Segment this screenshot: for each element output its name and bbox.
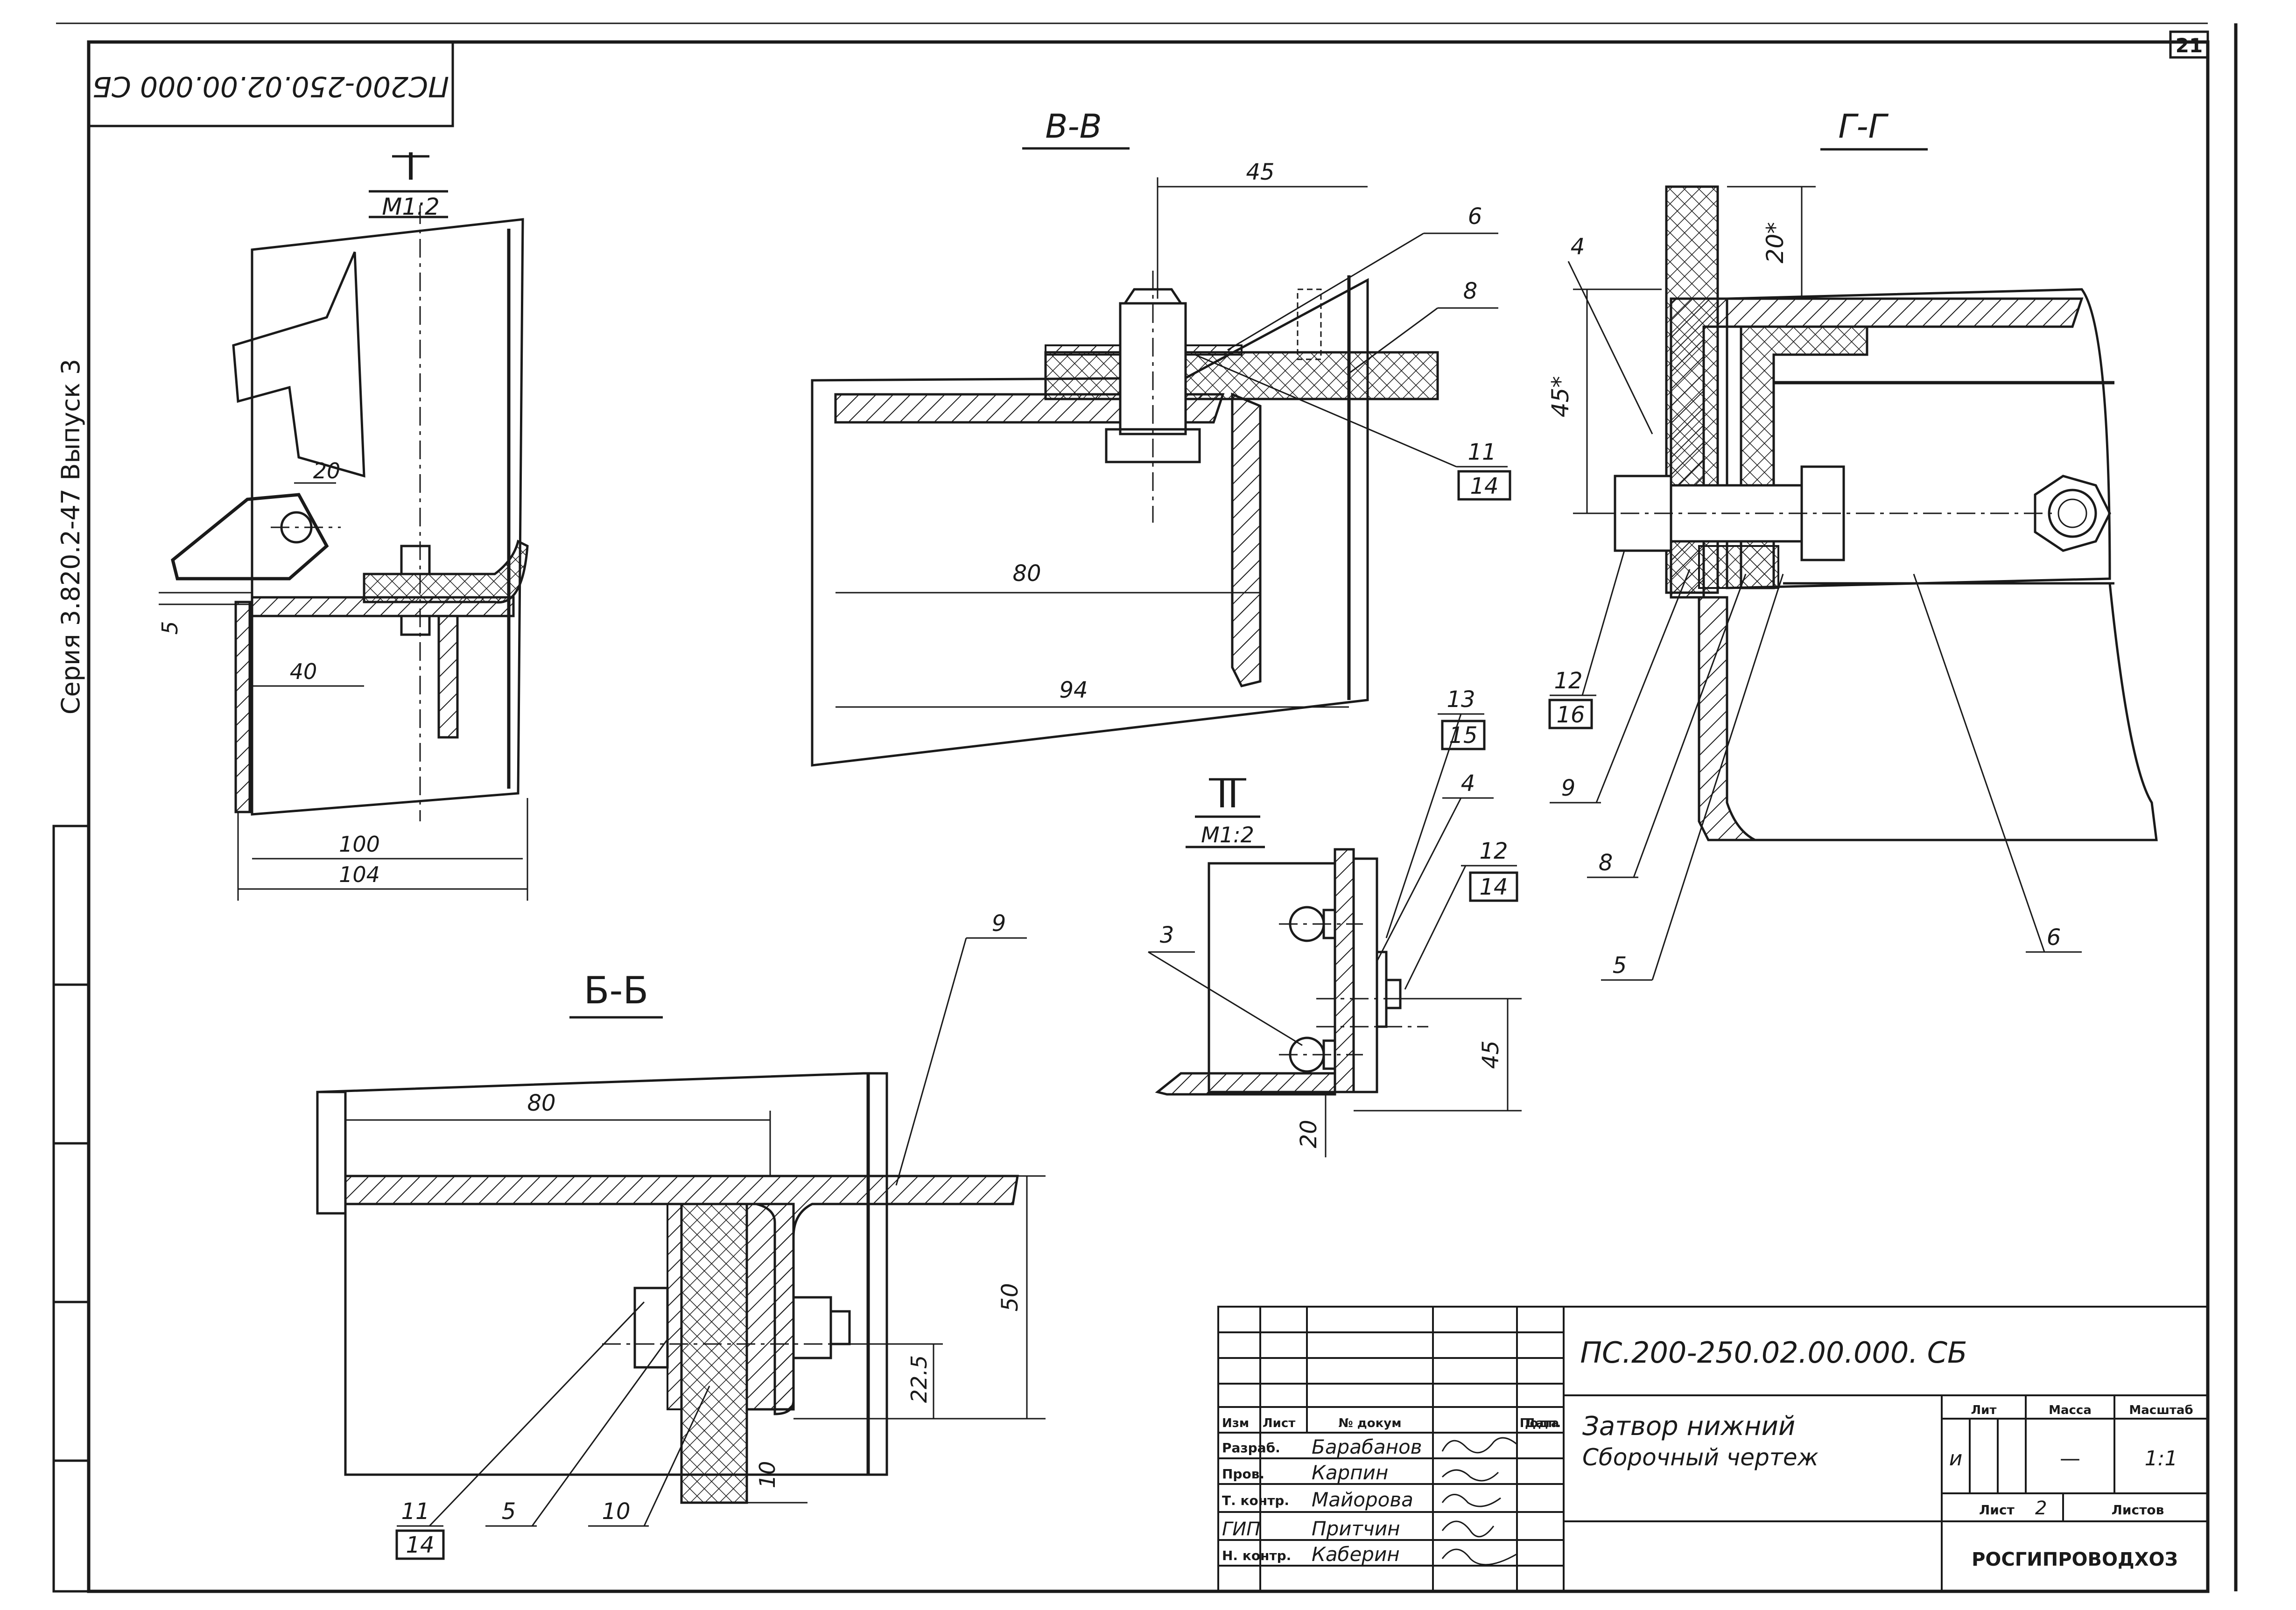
view-VV-label-8: 8	[1463, 278, 1478, 304]
view-GG-label-6: 6	[2047, 924, 2061, 951]
view-BB-label-10: 10	[602, 1498, 630, 1525]
view-GG-title: Г-Г	[1838, 107, 1889, 146]
tb-sheet-label: Лист	[1979, 1502, 2015, 1518]
view-BB-label-11: 11	[401, 1498, 429, 1525]
tb-mass-label: Масса	[2049, 1403, 2092, 1417]
view-BB-dim-10: 10	[755, 1461, 780, 1489]
view-II-label-12: 12	[1479, 838, 1508, 864]
view-II-label-15: 15	[1449, 722, 1477, 749]
view-GG-label-4: 4	[1571, 234, 1585, 260]
tb-lit-label: Лит	[1971, 1403, 1997, 1417]
view-VV-dim-80: 80	[1012, 560, 1041, 587]
view-BB-dim-22-5: 22.5	[906, 1355, 932, 1403]
sheet-frame	[52, 22, 2238, 1593]
view-I-scale: M1:2	[382, 193, 440, 220]
view-BB-dim-50: 50	[997, 1283, 1023, 1311]
tb-role-0: Разраб.	[1222, 1440, 1280, 1456]
tb-name-line2: Сборочный чертеж	[1582, 1444, 1819, 1471]
view-II: II M1:2 45 20 13 15 4	[1148, 686, 1522, 1157]
view-II-label-14: 14	[1479, 874, 1508, 900]
view-II-scale: M1:2	[1201, 822, 1254, 847]
tb-name-4: Каберин	[1312, 1543, 1400, 1566]
tb-header-list: Лист	[1263, 1416, 1295, 1430]
tb-header-doc: № докум	[1338, 1416, 1401, 1430]
view-VV-label-14: 14	[1470, 473, 1498, 499]
tb-sheets-label: Листов	[2112, 1502, 2164, 1518]
view-I-dim-104: 104	[339, 862, 380, 887]
view-I-dim-5: 5	[157, 621, 183, 635]
view-II-dim-20: 20	[1296, 1120, 1322, 1148]
view-BB-title: Б-Б	[584, 969, 649, 1012]
tb-name-0: Барабанов	[1312, 1435, 1422, 1458]
page-number: 21	[2176, 34, 2203, 57]
view-II-label-4: 4	[1461, 770, 1475, 797]
tb-scale-value: 1:1	[2145, 1447, 2178, 1470]
view-VV-label-11: 11	[1467, 439, 1496, 465]
view-BB-label-14: 14	[406, 1532, 434, 1558]
view-VV: В-В 45 80 94 6 8 11 14	[811, 107, 1511, 767]
tb-role-2: Т. контр.	[1222, 1493, 1289, 1508]
view-GG-label-16: 16	[1556, 702, 1585, 728]
tb-sheet-value: 2	[2035, 1498, 2047, 1519]
view-GG-dim-20: 20*	[1762, 222, 1789, 264]
view-BB-dim-80: 80	[527, 1090, 555, 1116]
view-II-label-13: 13	[1446, 686, 1475, 713]
tb-designation: ПС.200-250.02.00.000. СБ	[1580, 1336, 1967, 1370]
view-VV-dim-94: 94	[1059, 677, 1088, 703]
view-VV-title: В-В	[1045, 107, 1102, 146]
tb-header-izm: Изм	[1222, 1416, 1249, 1430]
view-I-title: I	[405, 145, 416, 189]
tb-role-3: ГИП	[1222, 1519, 1260, 1540]
tb-name-2: Майорова	[1312, 1488, 1413, 1511]
tb-header-sign: Подп.	[1520, 1416, 1561, 1430]
view-GG-label-9: 9	[1561, 775, 1576, 801]
view-GG: Г-Г 20* 45* 4 12	[1547, 107, 2158, 981]
view-BB-label-9: 9	[992, 910, 1006, 937]
view-GG-dim-45: 45*	[1547, 376, 1574, 418]
view-VV-label-6: 6	[1468, 203, 1482, 230]
tb-name-line1: Затвор нижний	[1582, 1411, 1795, 1442]
tb-organization: РОСГИПРОВОДХОЗ	[1972, 1549, 2178, 1570]
tb-role-4: Н. контр.	[1222, 1548, 1291, 1563]
tb-header-date: Дата	[1525, 1416, 1559, 1430]
signature-scribbles	[1441, 1437, 1517, 1566]
tb-lit-value: и	[1949, 1447, 1963, 1470]
view-II-dim-45: 45	[1478, 1040, 1504, 1069]
view-I-dim-40: 40	[290, 659, 317, 684]
tb-name-1: Карпин	[1312, 1461, 1388, 1484]
tb-role-1: Пров.	[1222, 1466, 1264, 1482]
view-I-dim-100: 100	[339, 832, 380, 857]
view-II-label-3: 3	[1160, 922, 1174, 948]
view-I: I M1:2 20 5 40 100 104	[157, 145, 529, 901]
view-I-dim-20: 20	[313, 458, 341, 483]
title-block: ПС.200-250.02.00.000. СБ Затвор нижний С…	[1217, 1306, 2209, 1592]
view-GG-label-8: 8	[1599, 850, 1613, 876]
tb-mass-value: —	[2060, 1447, 2080, 1470]
top-stamp: ПС200-250.02.00.000 СБ	[92, 70, 449, 103]
series-side-label: Серия 3.820.2-47 Выпуск 3	[56, 359, 85, 714]
view-BB: Б-Б 80 50 22.5 10 9 11	[316, 910, 1046, 1560]
tb-scale-label: Масштаб	[2129, 1403, 2193, 1417]
view-GG-label-5: 5	[1613, 952, 1627, 979]
view-BB-label-5: 5	[502, 1498, 516, 1525]
tb-name-3: Притчин	[1312, 1517, 1400, 1540]
view-VV-dim-45: 45	[1246, 159, 1274, 185]
view-GG-label-12: 12	[1554, 668, 1582, 694]
